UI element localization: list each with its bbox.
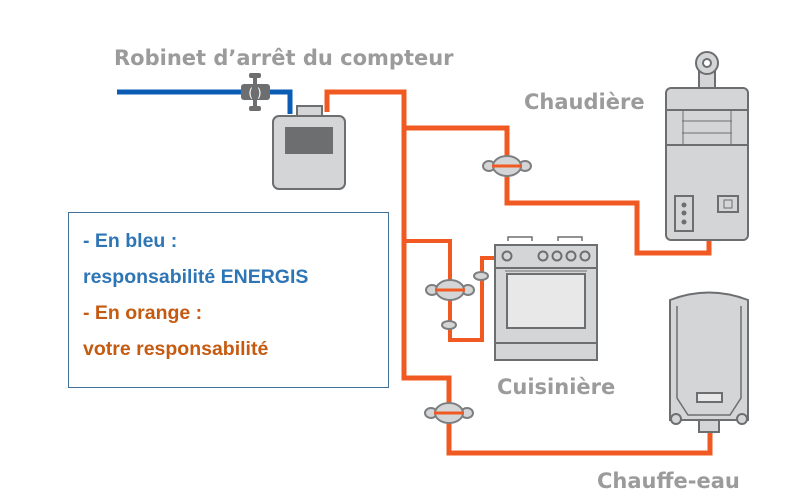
svg-text:( ): ( ): [248, 86, 261, 100]
legend-box: - En bleu : responsabilité ENERGIS - En …: [68, 212, 389, 388]
water-heater-icon: [669, 291, 749, 433]
gas-meter-icon: [272, 105, 346, 190]
boiler-label: Chaudière: [524, 90, 645, 114]
legend-orange-text: votre responsabilité: [83, 338, 269, 360]
stove-valve-icon: [425, 271, 489, 330]
stove-label: Cuisinière: [497, 375, 615, 399]
water-heater-valve-icon: [424, 402, 474, 424]
blue-pipe: [117, 89, 293, 114]
legend-orange-title: - En orange :: [83, 302, 203, 324]
water-heater-label: Chauffe-eau: [597, 469, 740, 493]
boiler-valve-icon: [482, 155, 532, 177]
meter-valve-icon: ( ): [241, 73, 270, 111]
boiler-icon: [665, 51, 749, 241]
legend-blue-text: responsabilité ENERGIS: [83, 266, 309, 288]
legend-blue-title: - En bleu :: [83, 230, 178, 252]
orange-pipes: [324, 89, 713, 456]
stove-icon: [494, 236, 598, 361]
meter-valve-label: Robinet d’arrêt du compteur: [114, 46, 454, 70]
